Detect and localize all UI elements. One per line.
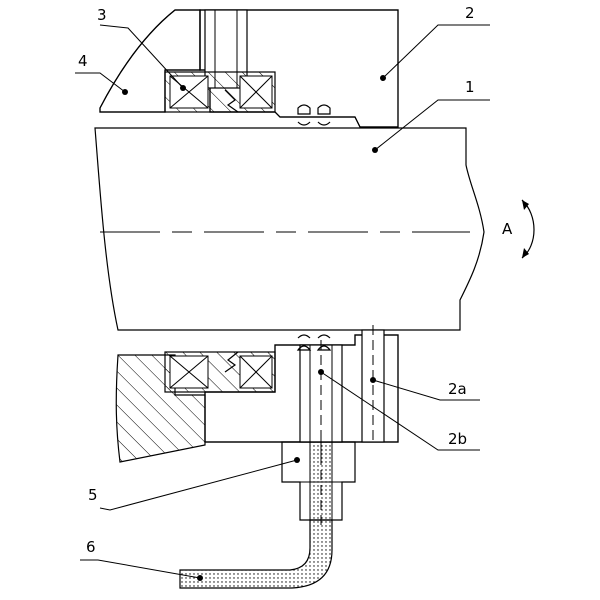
label-housing-port: 2b: [448, 430, 467, 448]
seal-ring-lower: [164, 351, 276, 393]
label-housing-channel: 2a: [448, 380, 467, 398]
leader-2: [382, 24, 490, 79]
label-housing: 2: [465, 4, 475, 22]
shaft: [94, 127, 485, 331]
leader-1: [374, 99, 490, 151]
leader-4: [75, 72, 126, 93]
housing-lower: [204, 325, 399, 460]
label-fitting: 5: [88, 486, 98, 504]
leader-3: [99, 24, 184, 89]
labyrinth-upper: [297, 104, 331, 126]
leader-6: [80, 559, 201, 579]
leader-5: [99, 459, 298, 511]
label-gland: 4: [78, 52, 88, 70]
seal-ring-upper: [164, 71, 276, 113]
pipe: [179, 519, 333, 589]
labyrinth-lower: [296, 334, 332, 351]
label-pipe: 6: [86, 538, 96, 556]
leader-2b: [320, 371, 480, 451]
label-shaft: 1: [465, 78, 475, 96]
label-rotation: A: [502, 220, 513, 238]
leader-2a: [372, 379, 480, 401]
label-seal-ring: 3: [97, 6, 107, 24]
fitting: [281, 440, 356, 525]
gland-upper: [99, 9, 201, 113]
rotation-arrow: [521, 199, 535, 259]
leader-lines: [75, 24, 490, 581]
